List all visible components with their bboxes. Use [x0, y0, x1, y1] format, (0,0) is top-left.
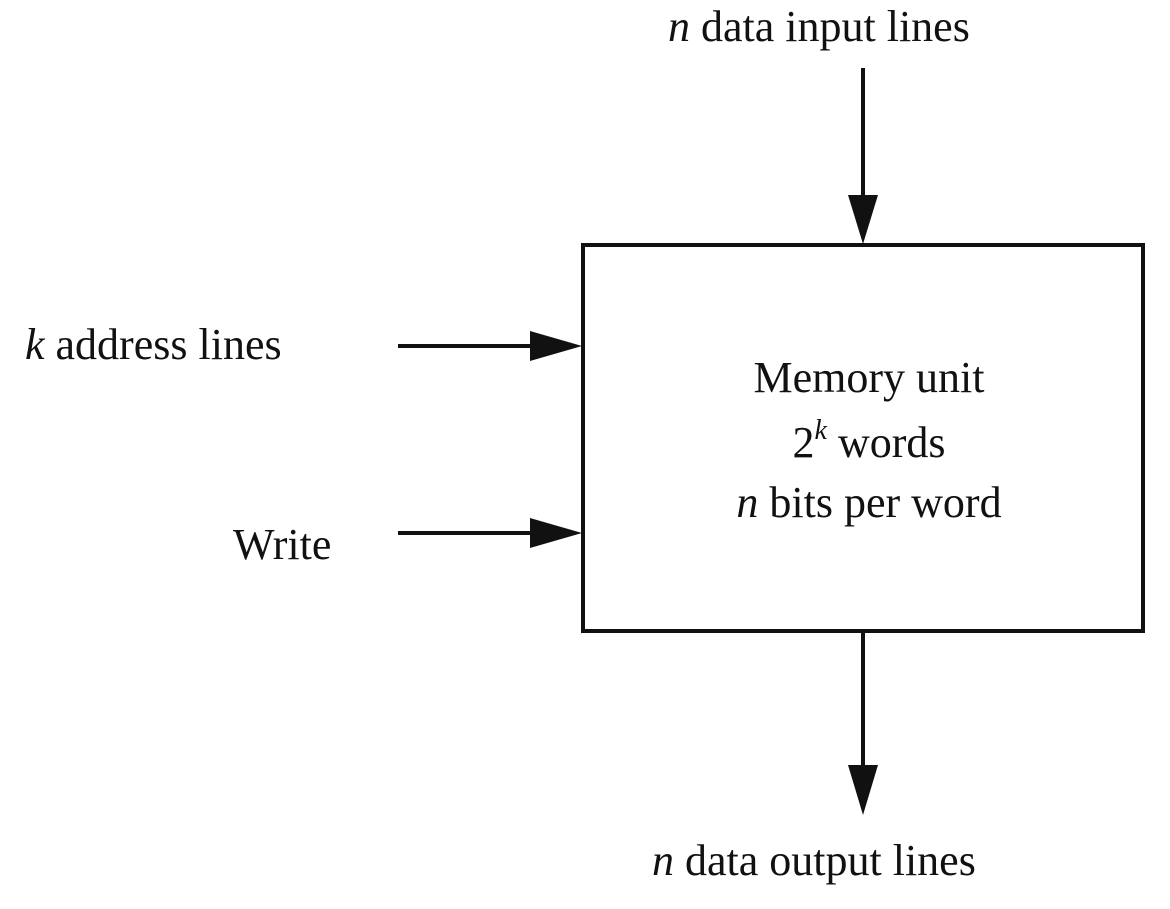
data-output-text: data output lines — [674, 836, 976, 885]
write-text: Write — [233, 520, 332, 569]
data-output-lines-label: n data output lines — [652, 839, 976, 883]
memory-unit-box — [581, 243, 1145, 633]
address-var: k — [25, 320, 45, 369]
memory-unit-bits: n bits per word — [585, 481, 1153, 525]
bits-text: bits per word — [758, 478, 1002, 527]
write-arrow — [398, 518, 582, 548]
data-input-text: data input lines — [690, 2, 970, 51]
address-text: address lines — [44, 320, 282, 369]
address-lines-label: k address lines — [25, 323, 282, 367]
memory-unit-title-text: Memory unit — [753, 353, 985, 402]
words-exponent: k — [814, 415, 827, 446]
memory-unit-words: 2k words — [585, 417, 1153, 467]
data-output-var: n — [652, 836, 674, 885]
bits-var: n — [736, 478, 759, 527]
words-base: 2 — [792, 418, 815, 467]
words-text: words — [826, 418, 946, 467]
data-input-arrow — [848, 68, 878, 244]
write-label: Write — [233, 523, 331, 567]
data-input-lines-label: n data input lines — [668, 5, 970, 49]
memory-unit-title: Memory unit — [585, 356, 1153, 400]
address-lines-arrow — [398, 331, 582, 361]
data-output-arrow — [848, 633, 878, 815]
data-input-var: n — [668, 2, 690, 51]
